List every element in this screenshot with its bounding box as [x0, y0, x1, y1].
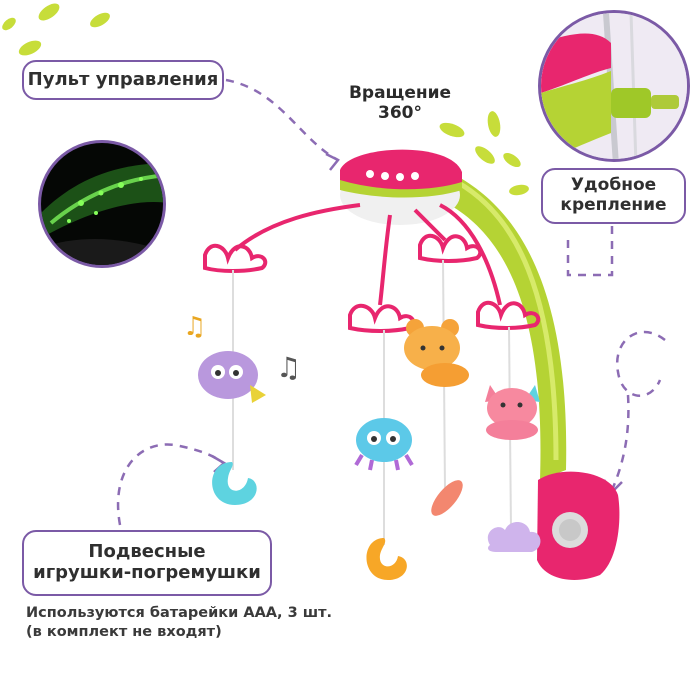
battery-note-line2: (в комплект не входят) — [26, 623, 222, 640]
toy-strings — [232, 259, 512, 545]
clip-mount-photo — [538, 10, 690, 162]
toy-purple-cloud — [487, 521, 541, 552]
rotation-degrees: 360° — [378, 102, 422, 123]
callout-mount: Удобное крепление — [541, 168, 686, 224]
toy-salmon-leaf — [431, 480, 463, 516]
pointer-base — [610, 330, 666, 491]
leaf-decor — [509, 184, 529, 196]
callout-rotation: Вращение 360° — [330, 83, 470, 123]
rotation-label: Вращение — [348, 83, 452, 103]
pointer-toys — [116, 443, 223, 526]
leaf-decor — [487, 111, 501, 137]
flower-hooks — [203, 233, 541, 333]
leaf-decor — [475, 146, 495, 164]
pointer-mount — [566, 226, 614, 277]
toy-pink-cat — [485, 385, 540, 440]
night-projection-photo — [38, 140, 166, 268]
battery-note: Используются батарейки ААА, 3 шт. (в ком… — [26, 604, 406, 642]
leaf-decor — [18, 40, 42, 56]
toy-orange-moon — [366, 538, 407, 580]
leaf-decor — [38, 3, 60, 21]
mount-label-1: Удобное — [570, 175, 657, 196]
hanger-arms — [233, 203, 502, 306]
toy-blue-owl — [354, 418, 414, 471]
music-note-icon: ♫ — [183, 312, 207, 342]
toy-purple-owl — [198, 351, 266, 403]
callout-remote-control: Пульт управления — [22, 60, 224, 100]
callout-hanging-toys: Подвесные игрушки-погремушки — [22, 530, 272, 596]
music-note-icon: ♫ — [276, 351, 302, 384]
leaf-decor — [439, 122, 465, 138]
leaf-decor — [503, 152, 521, 168]
toy-orange-bear — [404, 319, 469, 387]
pointer-remote — [225, 78, 339, 162]
leaf-decor — [2, 17, 16, 31]
toy-cyan-moon — [212, 462, 257, 505]
battery-note-line1: Используются батарейки ААА, 3 шт. — [26, 605, 333, 621]
leaf-decor — [90, 12, 110, 28]
callout-remote-label: Пульт управления — [27, 68, 219, 90]
toys-label-1: Подвесные — [88, 541, 206, 563]
toys-label-2: игрушки-погремушки — [33, 562, 261, 583]
mount-label-2: крепление — [560, 195, 667, 215]
